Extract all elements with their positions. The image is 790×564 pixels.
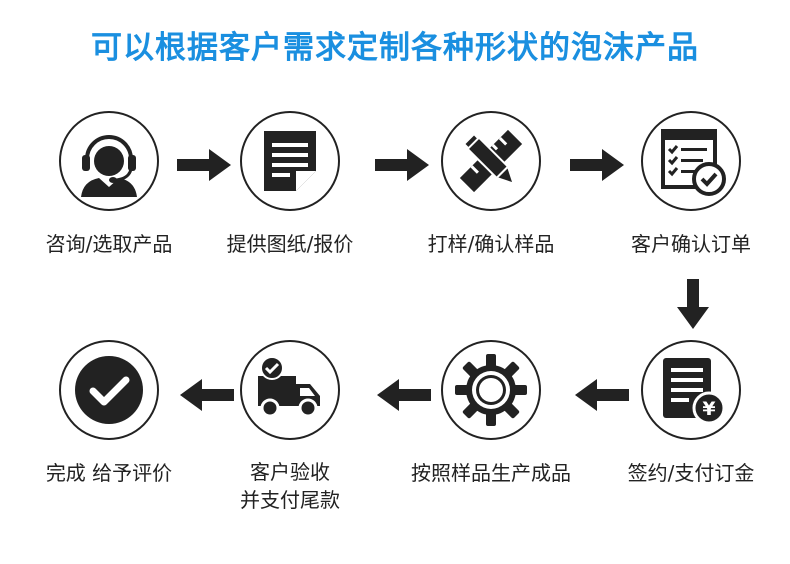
document-icon: [264, 131, 316, 191]
arrow-left-icon: [178, 377, 234, 413]
step-circle: [641, 111, 741, 211]
customer-service-icon: [81, 135, 137, 197]
step-quote: 提供图纸/报价: [195, 111, 385, 259]
step-sign-contract: ¥ 签约/支付订金: [596, 340, 786, 488]
step-circle: [441, 340, 541, 440]
step-label: 提供图纸/报价: [226, 232, 354, 256]
step-label: 按照样品生产成品: [411, 461, 571, 485]
step-production: 按照样品生产成品: [396, 340, 586, 488]
step-consult: 咨询/选取产品: [14, 111, 204, 259]
checklist-icon: [661, 129, 726, 196]
step-acceptance: 客户验收 并支付尾款: [195, 340, 385, 514]
step-label: 打样/确认样品: [427, 232, 555, 256]
arrow-right-icon: [570, 147, 626, 183]
arrow-right-icon: [177, 147, 233, 183]
step-complete: 完成 给予评价: [14, 340, 204, 488]
arrow-left-icon: [375, 377, 431, 413]
step-circle: ¥: [641, 340, 741, 440]
arrow-right-icon: [375, 147, 431, 183]
delivery-truck-icon: [258, 356, 320, 418]
step-label: 签约/支付订金: [627, 461, 755, 485]
step-circle: [59, 340, 159, 440]
step-label: 客户确认订单: [631, 232, 751, 256]
step-circle: [59, 111, 159, 211]
payment-document-icon: ¥: [663, 358, 726, 425]
check-circle-icon: [75, 356, 143, 424]
step-circle: [240, 111, 340, 211]
step-label: 客户验收 并支付尾款: [195, 458, 385, 514]
step-sample: 打样/确认样品: [396, 111, 586, 259]
step-label: 完成 给予评价: [45, 461, 173, 485]
gear-icon: [455, 354, 527, 426]
step-label-line1: 客户验收: [250, 460, 330, 484]
step-label: 咨询/选取产品: [45, 232, 173, 256]
ruler-pencil-icon: [459, 129, 523, 193]
page-title: 可以根据客户需求定制各种形状的泡沫产品: [91, 30, 699, 66]
svg-text:¥: ¥: [702, 398, 715, 420]
step-label-line2: 并支付尾款: [240, 488, 340, 512]
arrow-left-icon: [573, 377, 629, 413]
step-confirm-order: 客户确认订单: [596, 111, 786, 259]
step-circle: [240, 340, 340, 440]
arrow-down-icon: [675, 279, 711, 331]
step-circle: [441, 111, 541, 211]
